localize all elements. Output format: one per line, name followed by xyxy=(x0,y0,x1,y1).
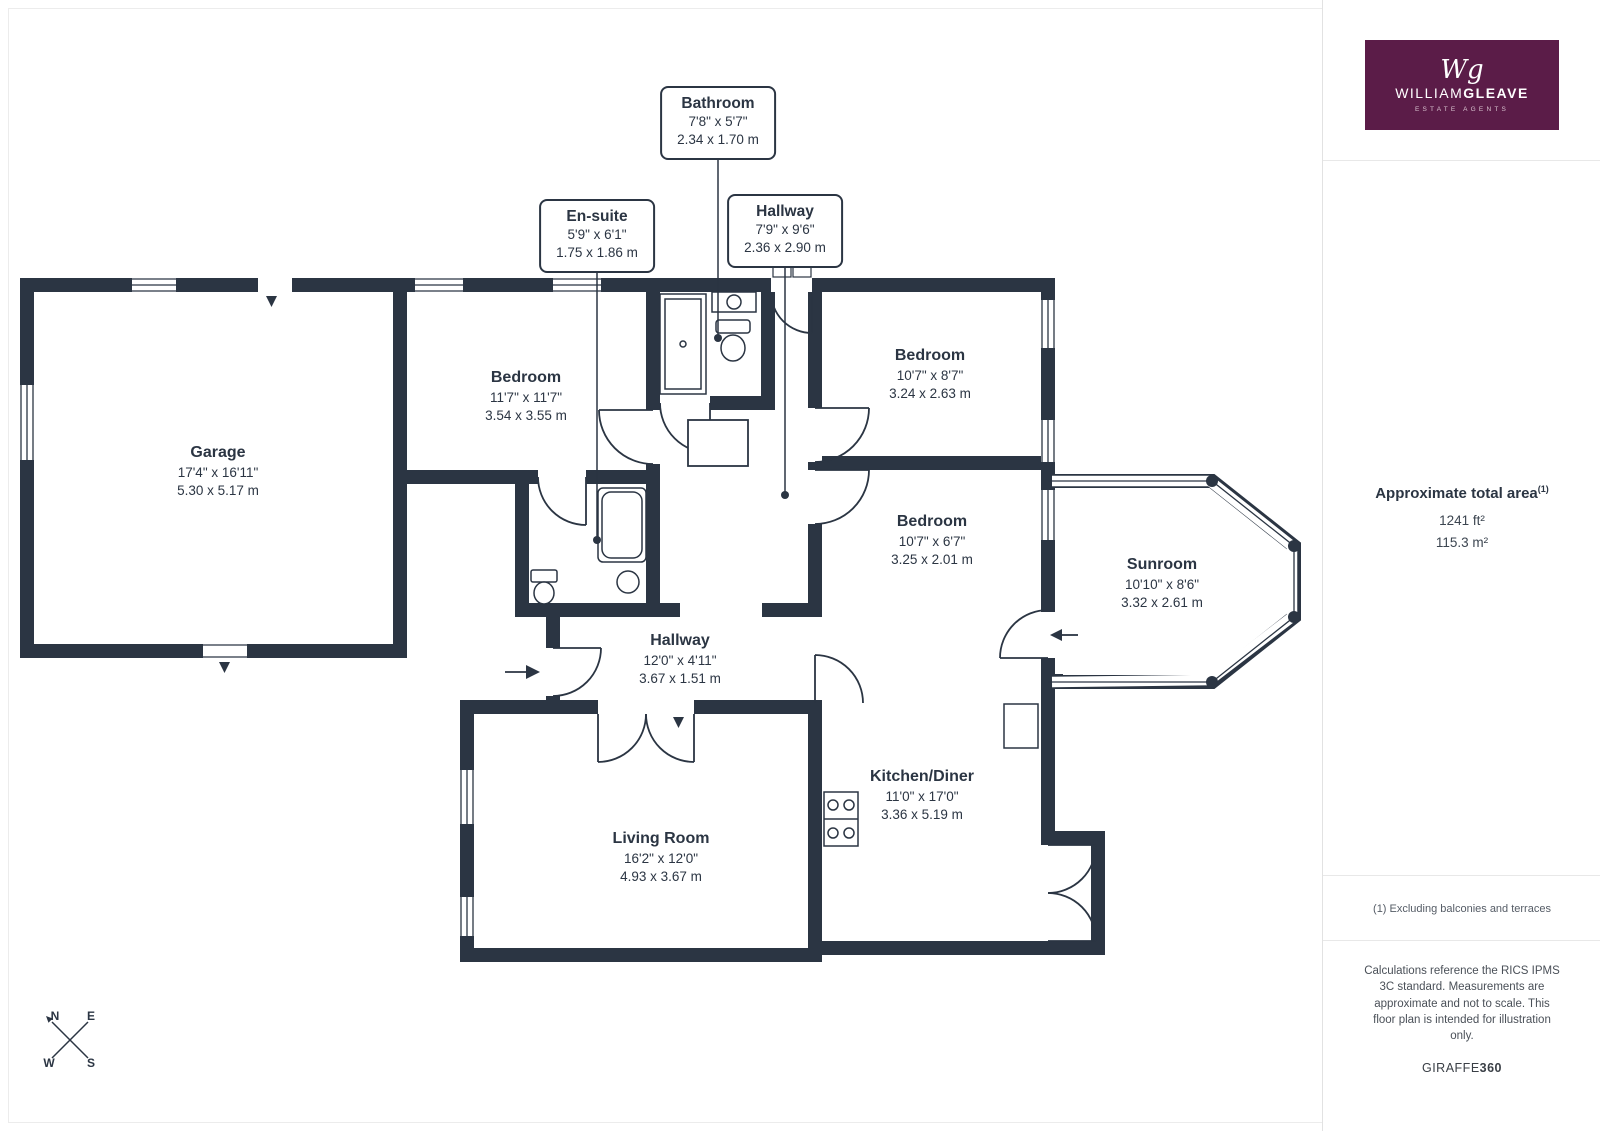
room-dim-imperial: 10'7" x 6'7" xyxy=(898,533,966,549)
window-glazing xyxy=(20,278,1055,936)
callout-hallway: Hallway 7'9" x 9'6" 2.36 x 2.90 m xyxy=(727,194,843,268)
ensuite-fixtures xyxy=(530,487,647,605)
disclaimer-text: Calculations reference the RICS IPMS 3C … xyxy=(1364,965,1560,1043)
callout-dim-metric: 2.36 x 2.90 m xyxy=(744,239,826,255)
room-dim-imperial: 10'10" x 8'6" xyxy=(1124,576,1200,592)
room-label-living-room: Living Room 16'2" x 12'0" 4.93 x 3.67 m xyxy=(613,828,710,886)
room-dim-imperial: 16'2" x 12'0" xyxy=(623,850,699,866)
room-dim-metric: 3.36 x 5.19 m xyxy=(881,806,963,822)
callout-dim-metric: 1.75 x 1.86 m xyxy=(556,244,638,260)
room-name: Bedroom xyxy=(896,512,968,530)
room-dim-metric: 3.54 x 3.55 m xyxy=(485,407,567,423)
logo-section: Wg WILLIAMGLEAVE ESTATE AGENTS xyxy=(1323,0,1600,160)
callout-name: Bathroom xyxy=(681,95,755,112)
total-area-imperial: 1241 ft² xyxy=(1439,512,1485,528)
info-sidebar: Wg WILLIAMGLEAVE ESTATE AGENTS Approxima… xyxy=(1322,0,1600,1131)
entry-arrows xyxy=(219,296,1078,728)
compass-west-label: W xyxy=(43,1056,55,1070)
total-area-section: Approximate total area(1) 1241 ft² 115.3… xyxy=(1323,160,1600,876)
room-dim-metric: 3.32 x 2.61 m xyxy=(1121,594,1203,610)
callout-leaders xyxy=(593,156,789,544)
brand-monogram-icon: Wg xyxy=(1440,55,1484,86)
total-area-metric: 115.3 m² xyxy=(1435,534,1489,550)
door-swings xyxy=(537,291,1097,942)
room-name: Garage xyxy=(190,443,246,461)
callout-bathroom: Bathroom 7'8" x 5'7" 2.34 x 1.70 m xyxy=(660,86,776,160)
callout-dim-imperial: 7'9" x 9'6" xyxy=(755,222,815,237)
footnote-marker: (1) xyxy=(1537,483,1549,494)
compass-rose-icon xyxy=(46,1016,89,1059)
brand-tagline: ESTATE AGENTS xyxy=(1414,105,1510,113)
callout-ensuite: En-suite 5'9" x 6'1" 1.75 x 1.86 m xyxy=(539,199,655,273)
room-dim-metric: 5.30 x 5.17 m xyxy=(177,482,259,498)
room-label-kitchen-diner: Kitchen/Diner 11'0" x 17'0" 3.36 x 5.19 … xyxy=(870,766,974,824)
room-dim-metric: 4.93 x 3.67 m xyxy=(620,868,702,884)
storage-closet xyxy=(687,419,749,467)
room-dim-imperial: 11'0" x 17'0" xyxy=(885,788,959,804)
room-label-garage: Garage 17'4" x 16'11" 5.30 x 5.17 m xyxy=(177,442,259,500)
callout-name: En-suite xyxy=(566,208,628,225)
room-name: Kitchen/Diner xyxy=(869,767,975,785)
brand-logo: Wg WILLIAMGLEAVE ESTATE AGENTS xyxy=(1365,40,1559,130)
room-name: Bedroom xyxy=(490,368,562,386)
room-dim-imperial: 17'4" x 16'11" xyxy=(177,464,259,480)
room-name: Bedroom xyxy=(894,346,966,364)
room-label-hallway: Hallway 12'0" x 4'11" 3.67 x 1.51 m xyxy=(639,630,721,688)
footnote-text: (1) Excluding balconies and terraces xyxy=(1323,875,1600,941)
room-dim-metric: 3.24 x 2.63 m xyxy=(889,385,971,401)
callout-dim-metric: 2.34 x 1.70 m xyxy=(677,131,759,147)
giraffe360-credit: GIRAFFE360 xyxy=(1421,1060,1503,1075)
room-name: Hallway xyxy=(650,631,710,649)
room-dim-imperial: 10'7" x 8'7" xyxy=(896,367,964,383)
callout-name: Hallway xyxy=(756,203,814,220)
room-dim-metric: 3.25 x 2.01 m xyxy=(891,551,973,567)
room-name: Sunroom xyxy=(1126,555,1198,573)
disclaimer-section: Calculations reference the RICS IPMS 3C … xyxy=(1323,940,1600,1131)
compass-north-label: N xyxy=(50,1009,60,1023)
compass-east-label: E xyxy=(86,1009,96,1023)
compass-south-label: S xyxy=(86,1056,96,1070)
bathroom-fixtures xyxy=(659,291,757,395)
kitchen-fixtures xyxy=(823,703,1039,847)
room-label-bedroom-2: Bedroom 10'7" x 8'7" 3.24 x 2.63 m xyxy=(889,345,971,403)
room-label-sunroom: Sunroom 10'10" x 8'6" 3.32 x 2.61 m xyxy=(1121,554,1203,612)
sunroom-glazed-walls xyxy=(1041,474,1301,689)
room-dim-imperial: 12'0" x 4'11" xyxy=(643,652,717,668)
room-name: Living Room xyxy=(612,829,710,847)
floorplan-drawing xyxy=(20,156,1301,1059)
room-dim-metric: 3.67 x 1.51 m xyxy=(639,670,721,686)
callout-dim-imperial: 7'8" x 5'7" xyxy=(688,114,748,129)
room-label-bedroom-3: Bedroom 10'7" x 6'7" 3.25 x 2.01 m xyxy=(891,511,973,569)
callout-dim-imperial: 5'9" x 6'1" xyxy=(567,227,627,242)
room-dim-imperial: 11'7" x 11'7" xyxy=(489,389,563,405)
total-area-title: Approximate total area(1) xyxy=(1375,483,1549,502)
room-label-bedroom-1: Bedroom 11'7" x 11'7" 3.54 x 3.55 m xyxy=(485,367,567,425)
brand-name: WILLIAMGLEAVE xyxy=(1395,85,1529,102)
